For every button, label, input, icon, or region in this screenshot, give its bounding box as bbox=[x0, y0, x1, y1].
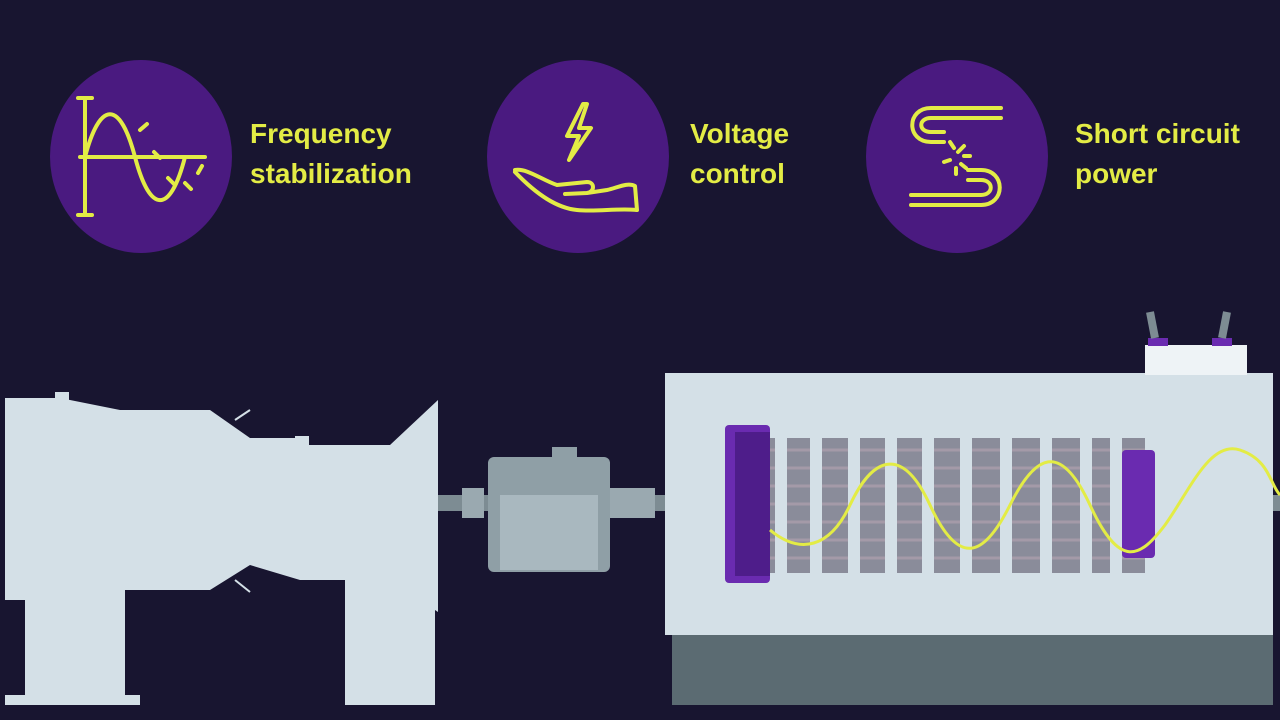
feature-label-line2: control bbox=[690, 158, 785, 189]
turbine bbox=[5, 392, 438, 705]
feature-label-line1: Voltage bbox=[690, 118, 790, 149]
feature-circle bbox=[487, 60, 669, 253]
hand-lightning-icon bbox=[513, 102, 639, 213]
feature-label: Voltage control bbox=[690, 114, 789, 194]
feature-label-line1: Short circuit bbox=[1075, 118, 1240, 149]
gearbox bbox=[488, 447, 610, 572]
voltage-sine-wave bbox=[769, 447, 1280, 554]
frequency-wave-icon bbox=[76, 96, 207, 217]
feature-label: Short circuit power bbox=[1075, 114, 1240, 194]
feature-label-line1: Frequency bbox=[250, 118, 392, 149]
generator bbox=[665, 311, 1280, 705]
feature-label: Frequency stabilization bbox=[250, 114, 412, 194]
feature-label-line2: stabilization bbox=[250, 158, 412, 189]
feature-label-line2: power bbox=[1075, 158, 1158, 189]
short-circuit-icon bbox=[909, 106, 1003, 207]
feature-circle bbox=[866, 60, 1048, 253]
turbine-generator-illustration bbox=[5, 311, 1280, 705]
feature-circle bbox=[50, 60, 232, 253]
